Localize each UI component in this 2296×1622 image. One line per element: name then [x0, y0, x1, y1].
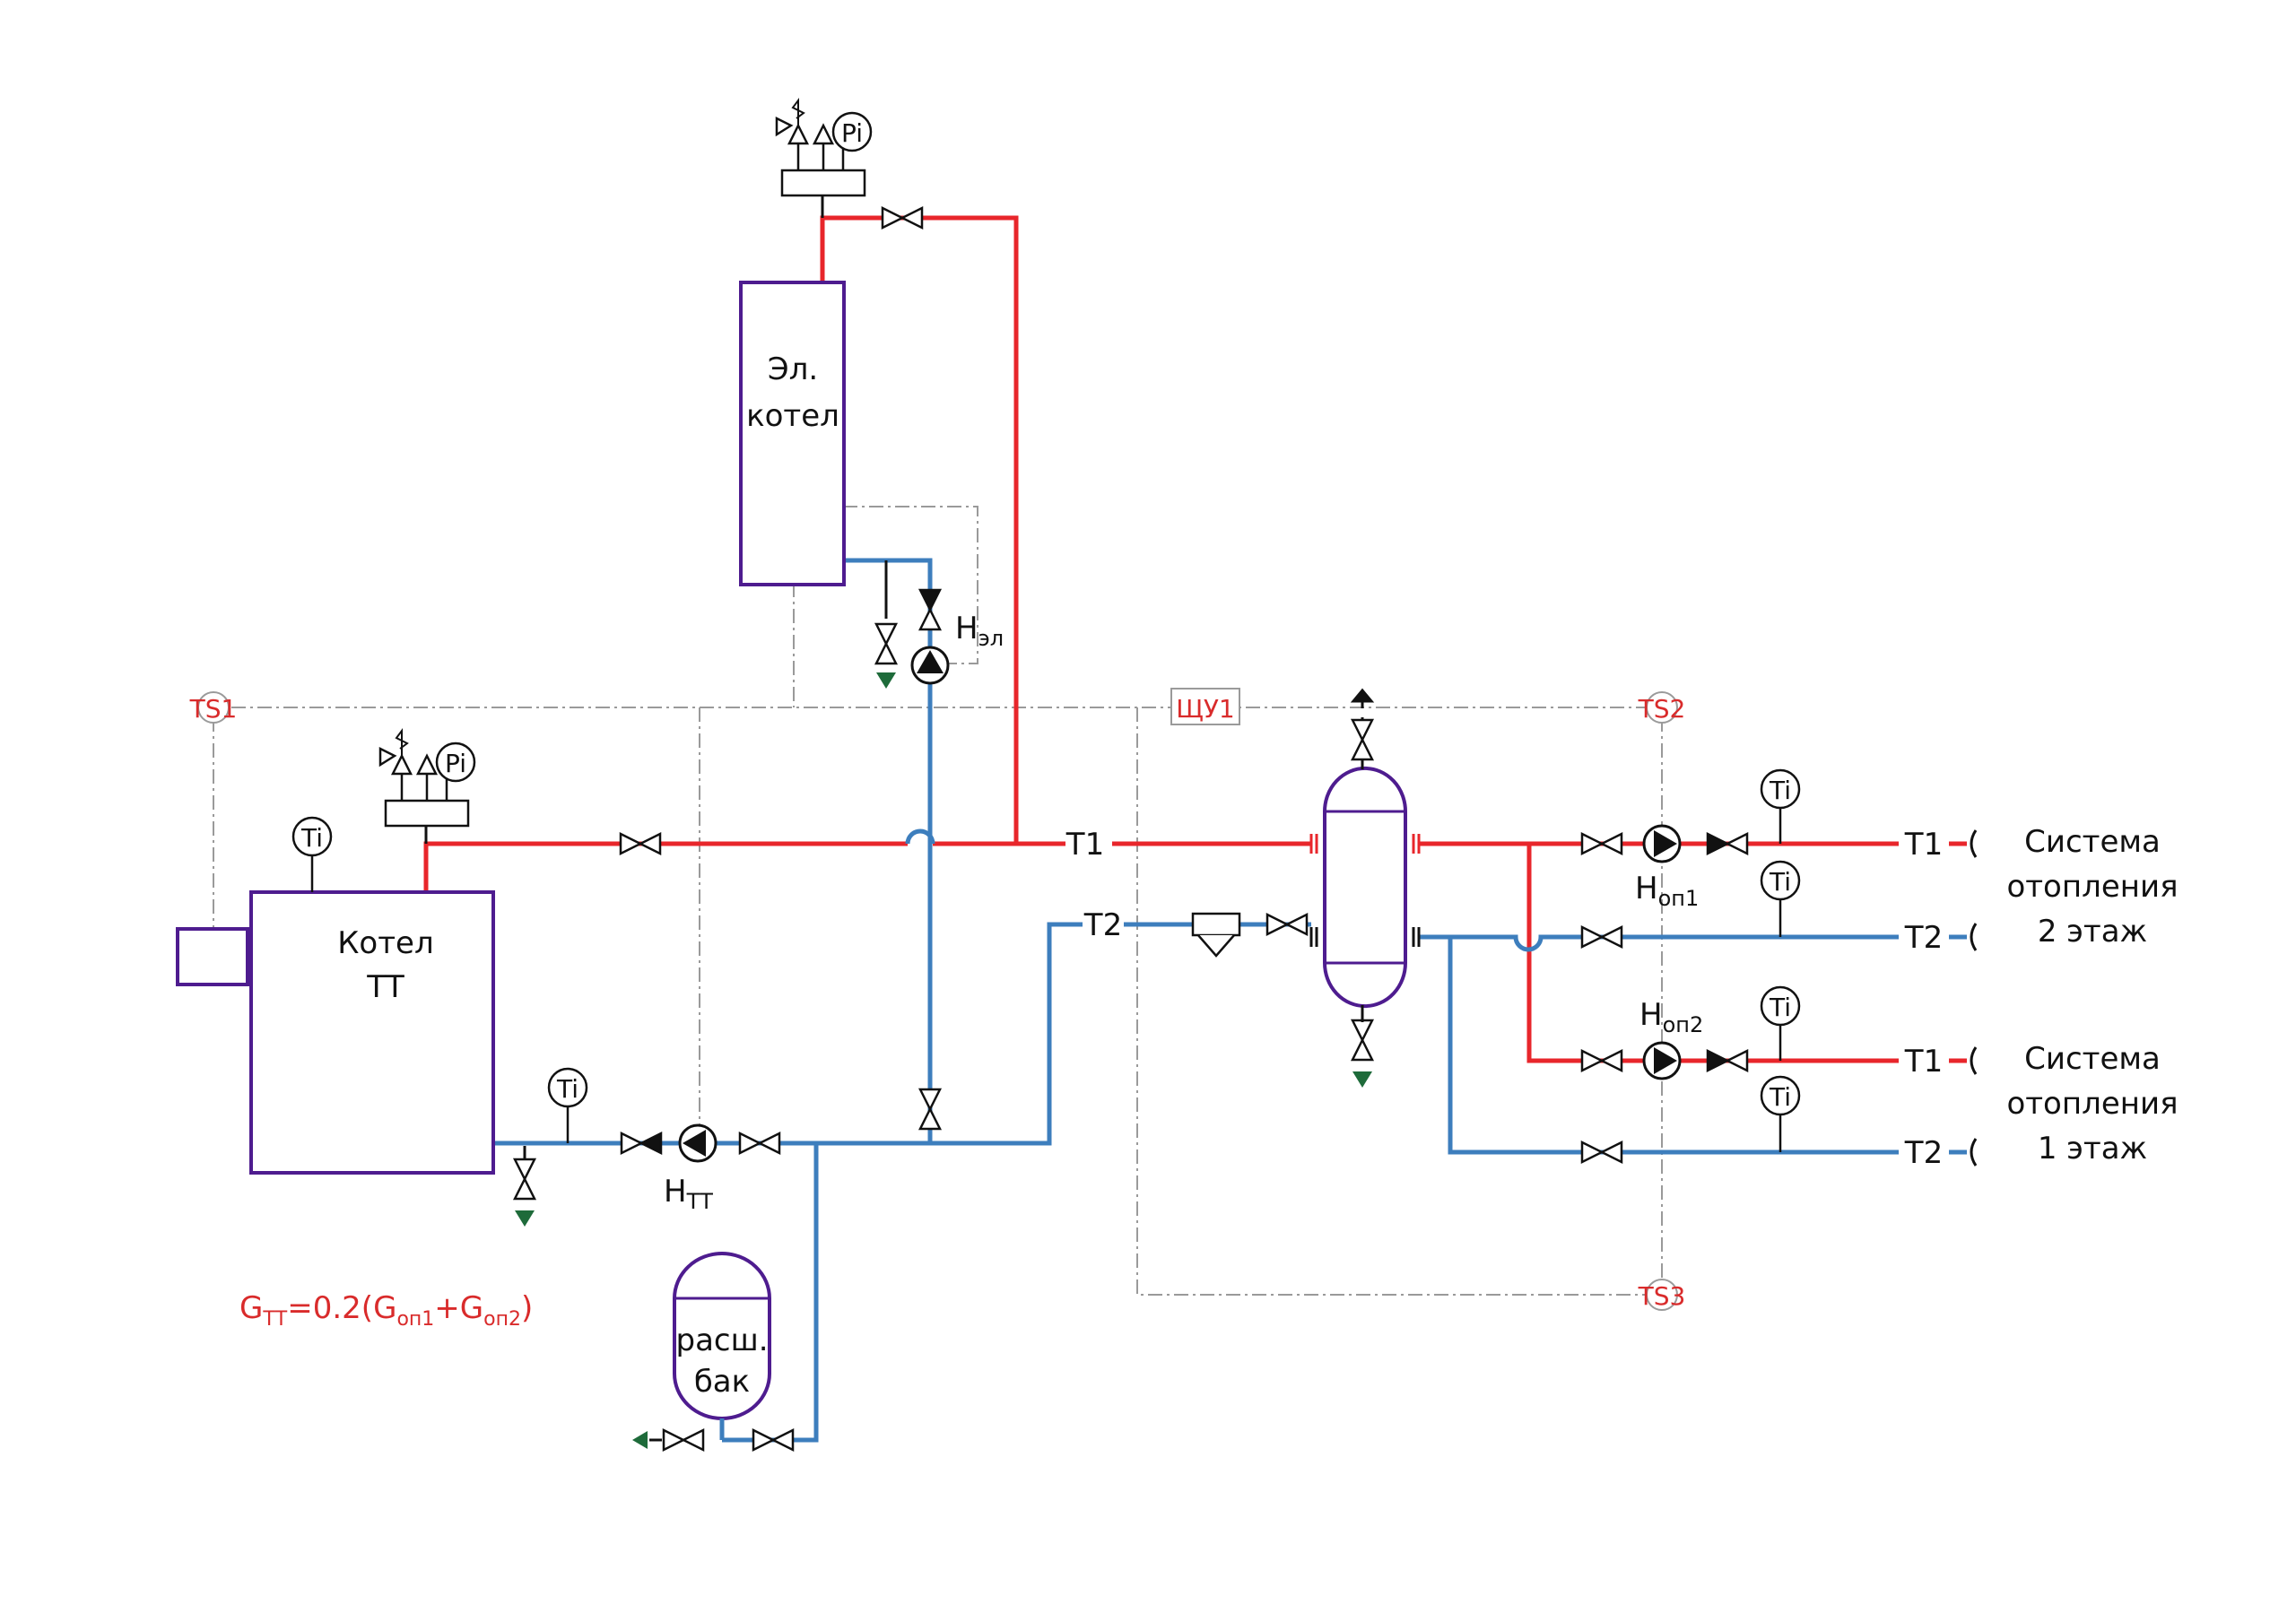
strainer-icon [1191, 912, 1241, 958]
safety-valve-icon [787, 123, 810, 145]
tt-boiler-label: ТТ [366, 969, 404, 1005]
circulation-pump-icon[interactable] [910, 646, 950, 685]
drains [513, 560, 1374, 1449]
svg-text:Ti: Ti [1769, 867, 1791, 897]
svg-text:TS3: TS3 [1638, 1281, 1686, 1311]
gate-valve-icon[interactable] [662, 1428, 705, 1452]
flow-formula: GТТ=0.2(Gоп1+Gоп2) [239, 1290, 533, 1331]
tank-label: бак [694, 1364, 750, 1400]
svg-text:T2: T2 [1083, 907, 1122, 943]
tt-boiler-label: Котел [337, 925, 433, 961]
gate-valve-icon[interactable] [738, 1132, 781, 1155]
circulation-pump-icon[interactable] [1642, 1041, 1682, 1080]
thermometers: Ti Ti Ti Ti Ti Ti [291, 768, 1801, 1152]
gate-valve-icon[interactable] [1580, 925, 1623, 949]
tank-label: расш. [675, 1323, 768, 1358]
svg-text:Ti: Ti [1769, 1082, 1791, 1112]
svg-text:T2: T2 [1904, 920, 1943, 956]
hydraulic-separator [1309, 688, 1421, 1022]
svg-text:Система: Система [2024, 1041, 2161, 1077]
control-panel-label: ЩУ1 [1176, 694, 1235, 724]
svg-text:TS1: TS1 [189, 694, 238, 724]
expansion-tank: расш. бак [673, 1252, 771, 1440]
svg-text:Ti: Ti [1769, 993, 1791, 1022]
check-valve-icon[interactable] [620, 1132, 663, 1155]
solid-fuel-boiler: Котел ТТ [176, 890, 495, 1175]
svg-text:TS2: TS2 [1638, 694, 1686, 724]
svg-text:Система: Система [2024, 824, 2161, 860]
gate-valve-icon[interactable] [1265, 913, 1309, 936]
control-lines [213, 506, 1666, 1296]
system-labels: Система отопления 2 этаж Система отоплен… [2006, 824, 2178, 1167]
drain-icon [876, 672, 896, 689]
gate-valve-icon[interactable] [918, 1088, 942, 1131]
drain-icon [1352, 1071, 1372, 1088]
pipe-labels: T1 T2 T1 T2 T1 T2 [1065, 827, 1978, 1171]
gate-valve-icon[interactable] [752, 1428, 795, 1452]
svg-text:T1: T1 [1904, 1044, 1943, 1080]
svg-text:Ti: Ti [1769, 776, 1791, 805]
drain-icon [515, 1210, 535, 1227]
svg-text:Ti: Ti [300, 823, 323, 853]
check-valve-icon[interactable] [1706, 832, 1749, 855]
el-boiler-label: Эл. [768, 351, 818, 387]
safety-group-tt: Pi [378, 728, 476, 844]
svg-text:T1: T1 [1904, 827, 1943, 863]
svg-text:отопления: отопления [2006, 1086, 2178, 1122]
circulation-pump-icon[interactable] [678, 1123, 718, 1163]
pump-op2-label: Ноп2 [1639, 997, 1703, 1037]
drain-icon [632, 1431, 648, 1449]
electric-boiler: Эл. котел [739, 281, 846, 586]
pump-labels: Нэл НТТ Ноп1 Ноп2 [664, 611, 1703, 1214]
svg-text:Ti: Ti [556, 1074, 578, 1104]
gate-valve-icon[interactable] [881, 206, 924, 230]
safety-group-top: Pi [775, 98, 873, 218]
gate-valve-icon[interactable] [1580, 1049, 1623, 1072]
svg-text:Pi: Pi [841, 118, 863, 148]
svg-text:2 этаж: 2 этаж [2038, 914, 2147, 950]
el-boiler-label: котел [746, 398, 839, 434]
pump-op1-label: Ноп1 [1635, 871, 1699, 911]
gate-valve-icon[interactable] [619, 832, 662, 855]
gate-valve-icon[interactable] [1580, 832, 1623, 855]
pressure-gauge [435, 742, 476, 783]
safety-valve-icon [390, 753, 413, 776]
gate-valve-icon[interactable] [1580, 1141, 1623, 1164]
svg-text:T2: T2 [1904, 1135, 1943, 1171]
svg-text:T1: T1 [1065, 827, 1104, 863]
pressure-gauge [831, 111, 873, 152]
air-vent-icon [1350, 688, 1375, 708]
svg-text:отопления: отопления [2006, 869, 2178, 905]
pump-el-label: Нэл [955, 611, 1004, 651]
circulation-pump-icon[interactable] [1642, 824, 1682, 863]
check-valve-icon[interactable] [918, 588, 942, 631]
svg-text:1 этаж: 1 этаж [2038, 1131, 2147, 1167]
svg-text:Pi: Pi [445, 749, 466, 778]
sensors: TS1 TS2 TS3 ЩУ1 [189, 688, 1686, 1311]
check-valve-icon[interactable] [1706, 1049, 1749, 1072]
pump-tt-label: НТТ [664, 1174, 713, 1214]
